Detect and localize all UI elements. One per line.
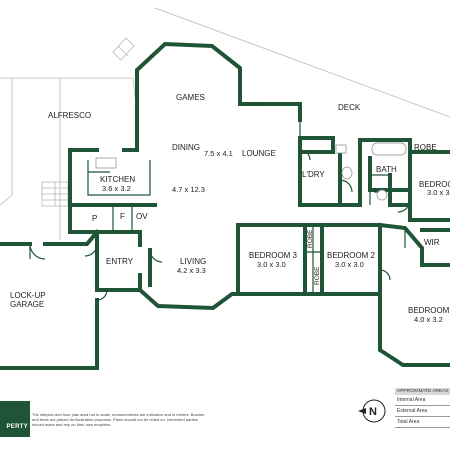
toilet-label: L xyxy=(374,188,378,195)
lounge-label: LOUNGE xyxy=(242,149,276,158)
north-compass-icon: N xyxy=(358,399,386,423)
area-table-header: APPROXIMATE AREAS xyxy=(395,388,450,395)
laundry-label: L'DRY xyxy=(302,170,325,179)
kitchen-dim: 3.6 x 3.2 xyxy=(102,184,131,193)
games-label: GAMES xyxy=(176,93,205,102)
robe-b3-label: ROBE xyxy=(307,229,314,248)
area-table: APPROXIMATE AREAS Internal Area External… xyxy=(395,388,450,428)
bedroom-main-label: BEDROOM xyxy=(408,306,450,315)
windows xyxy=(136,103,301,145)
bedroom-main-dim: 4.0 x 3.2 xyxy=(414,315,443,324)
disclaimer: The siteplan and floor plan area not to … xyxy=(32,412,205,427)
living-label: LIVING xyxy=(180,257,206,266)
dining-lounge-dim: 7.5 x 4.1 xyxy=(204,149,233,158)
bath-label: BATH xyxy=(376,165,397,174)
robe-b2-label: ROBE xyxy=(314,266,321,285)
fridge-label: F xyxy=(120,212,125,221)
dining-label: DINING xyxy=(172,143,200,152)
wir-label: WIR xyxy=(424,238,440,247)
compass-letter: N xyxy=(369,406,377,418)
bedroom-top-label: BEDROOM xyxy=(419,180,450,189)
brand-text: PERTY xyxy=(6,424,28,430)
area-row-external: External Area xyxy=(395,406,450,417)
chimney-icon xyxy=(112,37,135,61)
bedroom2-label: BEDROOM 2 xyxy=(327,251,376,260)
oven-label: OV xyxy=(136,212,148,221)
alfresco-label: ALFRESCO xyxy=(48,111,91,120)
garage-label-line2: GARAGE xyxy=(10,300,44,309)
robe-top-label: ROBE xyxy=(414,143,437,152)
garage-label-line1: LOCK-UP xyxy=(10,291,46,300)
doors xyxy=(29,149,411,301)
entry-label: ENTRY xyxy=(106,257,134,266)
area-row-total: Total Area xyxy=(395,417,450,428)
bedroom2-dim: 3.0 x 3.0 xyxy=(335,260,364,269)
open-plan-dim: 4.7 x 12.3 xyxy=(172,185,205,194)
bedroom3-label: BEDROOM 3 xyxy=(249,251,298,260)
bedroom-top-dim: 3.0 x 3 xyxy=(427,188,450,197)
site-boundary xyxy=(0,7,450,240)
kitchen-label: KITCHEN xyxy=(100,175,135,184)
bedroom3-dim: 3.0 x 3.0 xyxy=(257,260,286,269)
deck-label: DECK xyxy=(338,103,361,112)
area-row-internal: Internal Area xyxy=(395,395,450,406)
stairs xyxy=(41,181,69,207)
living-dim: 4.2 x 3.3 xyxy=(177,266,206,275)
bath-fixtures xyxy=(335,142,407,201)
pantry-label: P xyxy=(92,214,97,223)
brand-block xyxy=(0,401,30,437)
